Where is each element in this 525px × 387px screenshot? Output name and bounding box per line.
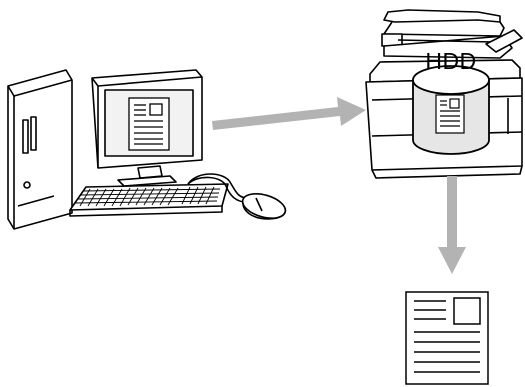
screen-document-icon — [129, 98, 169, 150]
arrow-down-icon — [438, 176, 466, 274]
keyboard-icon — [70, 184, 228, 216]
document-icon — [406, 292, 488, 384]
arrow-right-icon — [212, 97, 366, 130]
hdd-label: HDD — [425, 48, 476, 74]
hard-disk-drive-icon — [413, 66, 489, 154]
pc-tower-icon — [8, 70, 72, 229]
